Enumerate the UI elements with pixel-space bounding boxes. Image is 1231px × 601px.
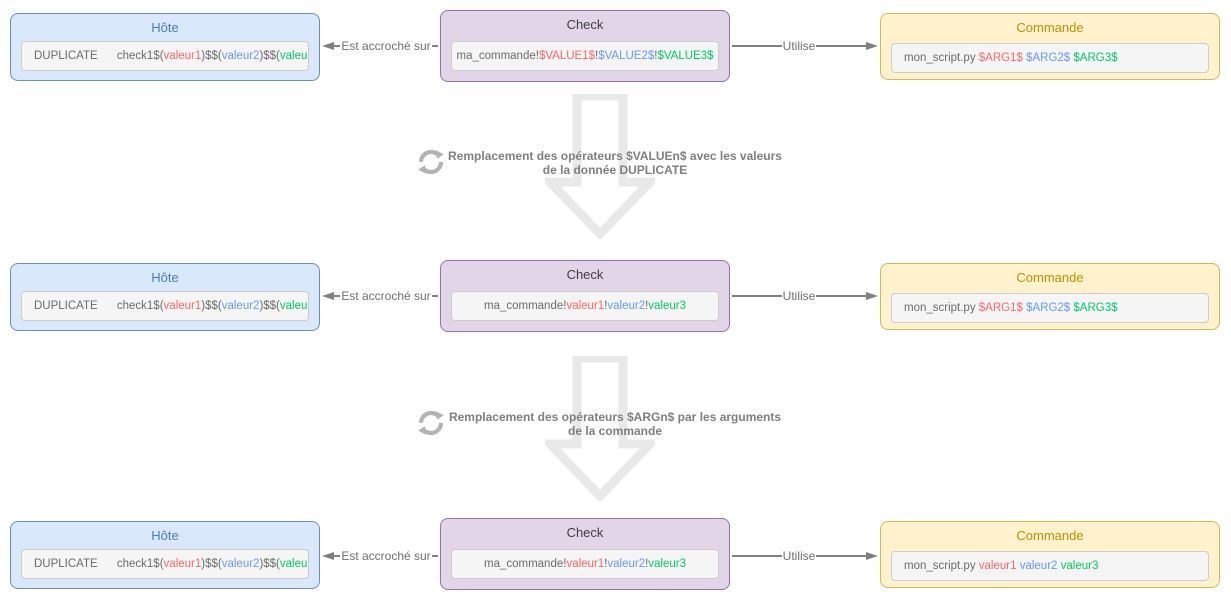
connector-line <box>732 45 782 47</box>
check-command-field: ma_commande!valeur1!valeur2!valeur3 <box>451 549 719 579</box>
check-command-field: ma_commande!valeur1!valeur2!valeur3 <box>451 291 719 321</box>
sync-icon <box>418 410 444 436</box>
block-arrow-down-icon <box>545 356 655 501</box>
connector-label: Est accroché sur <box>341 549 431 563</box>
transformation-caption-line2: de la commande <box>567 424 663 438</box>
check-box-title: Check <box>566 525 604 540</box>
connector-est-accroche-sur: Est accroché sur <box>322 289 438 303</box>
arrowhead-right-icon <box>866 552 879 560</box>
connector-utilise: Utilise <box>732 549 879 563</box>
connector-line <box>816 295 867 297</box>
connector-label: Utilise <box>782 289 816 303</box>
connector-line <box>431 295 438 297</box>
arrowhead-right-icon <box>866 292 879 300</box>
commande-line-field: mon_script.py $ARG1$ $ARG2$ $ARG3$ <box>891 293 1209 323</box>
arrowhead-left-icon <box>322 552 334 560</box>
connector-est-accroche-sur: Est accroché sur <box>322 39 438 53</box>
transformation-caption-line2: de la donnée DUPLICATE <box>542 163 688 177</box>
connector-line <box>816 555 867 557</box>
check-box: Check ma_commande!valeur1!valeur2!valeur… <box>440 260 730 332</box>
connector-est-accroche-sur: Est accroché sur <box>322 549 438 563</box>
check-box-title: Check <box>566 17 604 32</box>
connector-line <box>816 45 867 47</box>
hote-box: Hôte DUPLICATE check1$(valeur1)$$(valeur… <box>10 263 320 331</box>
check-command-field: ma_commande!$VALUE1$!$VALUE2$!$VALUE3$ <box>451 41 719 71</box>
connector-line <box>732 555 782 557</box>
check-box-title: Check <box>566 267 604 282</box>
check-box: Check ma_commande!$VALUE1$!$VALUE2$!$VAL… <box>440 10 730 82</box>
connector-label: Est accroché sur <box>341 289 431 303</box>
commande-box: Commande mon_script.py $ARG1$ $ARG2$ $AR… <box>880 263 1220 330</box>
connector-utilise: Utilise <box>732 39 879 53</box>
check-box: Check ma_commande!valeur1!valeur2!valeur… <box>440 518 730 590</box>
connector-line <box>431 45 438 47</box>
connector-line <box>431 555 438 557</box>
commande-box-title: Commande <box>1016 528 1084 543</box>
hote-box: Hôte DUPLICATE check1$(valeur1)$$(valeur… <box>10 521 320 589</box>
connector-utilise: Utilise <box>732 289 879 303</box>
transformation-caption: Remplacement des opérateurs $VALUEn$ ave… <box>440 149 790 177</box>
hote-box-title: Hôte <box>151 528 179 543</box>
transformation-caption: Remplacement des opérateurs $ARGn$ par l… <box>440 410 790 438</box>
arrowhead-right-icon <box>866 42 879 50</box>
sync-icon <box>418 149 444 175</box>
hote-box: Hôte DUPLICATE check1$(valeur1)$$(valeur… <box>10 13 320 81</box>
commande-line-field: mon_script.py valeur1 valeur2 valeur3 <box>891 551 1209 581</box>
connector-label: Utilise <box>782 549 816 563</box>
connector-label: Est accroché sur <box>341 39 431 53</box>
connector-line <box>732 295 782 297</box>
block-arrow-down-icon <box>545 94 655 239</box>
connector-label: Utilise <box>782 39 816 53</box>
hote-definition-field: DUPLICATE check1$(valeur1)$$(valeur2)$$(… <box>21 549 309 579</box>
connector-line <box>334 45 341 47</box>
hote-definition-field: DUPLICATE check1$(valeur1)$$(valeur2)$$(… <box>21 291 309 321</box>
commande-box: Commande mon_script.py valeur1 valeur2 v… <box>880 521 1220 588</box>
connector-line <box>334 295 341 297</box>
arrowhead-left-icon <box>322 292 334 300</box>
hote-box-title: Hôte <box>151 270 179 285</box>
commande-box: Commande mon_script.py $ARG1$ $ARG2$ $AR… <box>880 13 1220 80</box>
commande-box-title: Commande <box>1016 20 1084 35</box>
commande-box-title: Commande <box>1016 270 1084 285</box>
hote-box-title: Hôte <box>151 20 179 35</box>
arrowhead-left-icon <box>322 42 334 50</box>
commande-line-field: mon_script.py $ARG1$ $ARG2$ $ARG3$ <box>891 43 1209 73</box>
transformation-caption-line1: Remplacement des opérateurs $ARGn$ par l… <box>448 410 782 424</box>
transformation-caption-line1: Remplacement des opérateurs $VALUEn$ ave… <box>448 149 782 163</box>
connector-line <box>334 555 341 557</box>
hote-definition-field: DUPLICATE check1$(valeur1)$$(valeur2)$$(… <box>21 41 309 71</box>
